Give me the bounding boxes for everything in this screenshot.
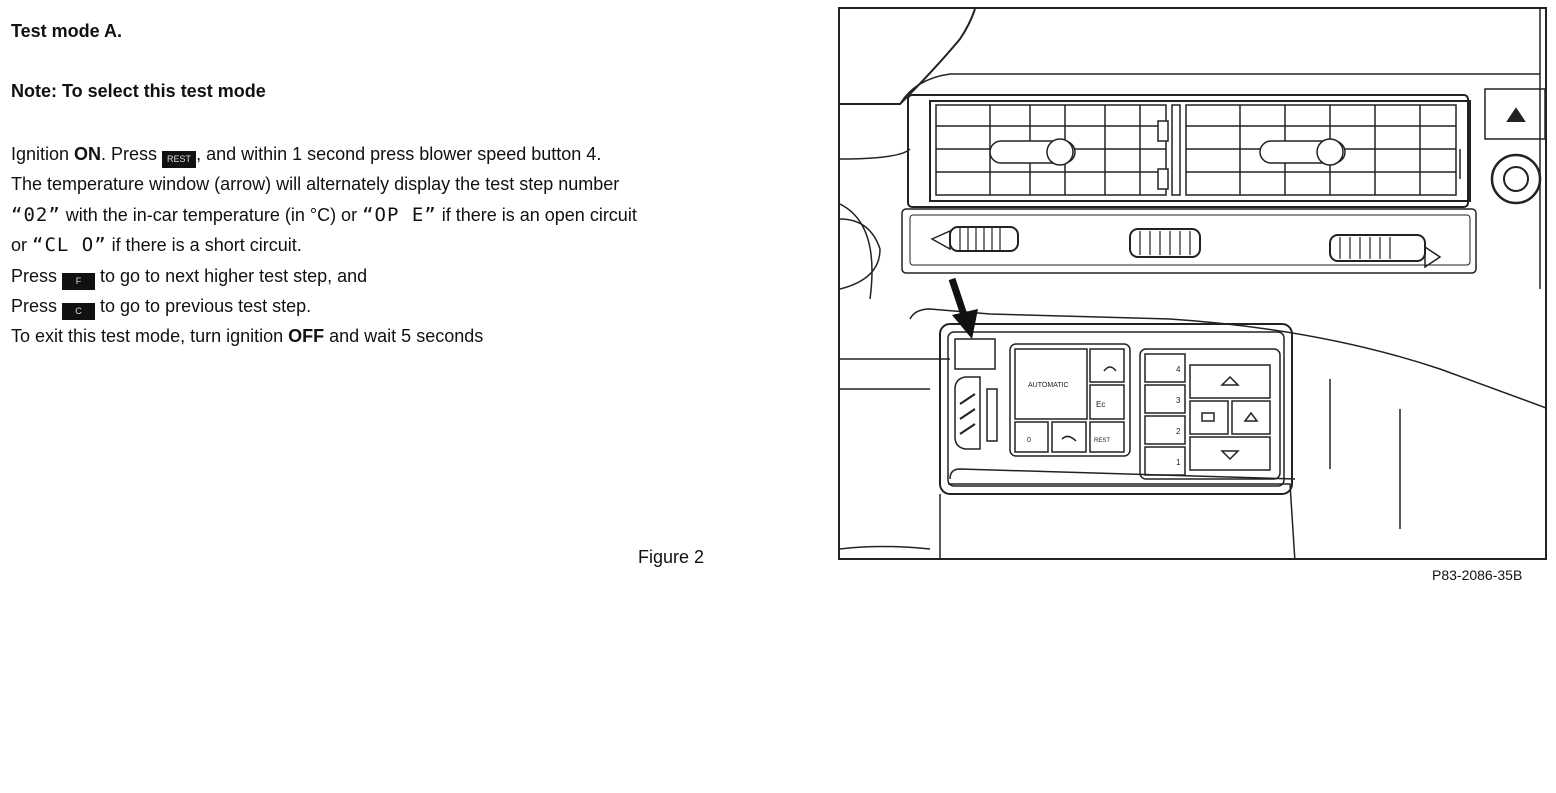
blower-1-label: 1 <box>1176 458 1181 467</box>
f-button-icon: F <box>62 272 96 290</box>
figure-caption: Figure 2 <box>638 547 705 567</box>
rest-button-icon: REST <box>162 151 197 168</box>
instructions: Ignition ON. Press REST, and within 1 se… <box>11 139 811 352</box>
instruction-line-4: or “CL O” if there is a short circuit. <box>11 230 811 260</box>
page-title: Test mode A. <box>11 21 123 41</box>
c-button-icon: C <box>62 302 96 320</box>
text-run: Ignition <box>11 144 75 164</box>
blower-4-label: 4 <box>1176 365 1181 374</box>
note-heading: Note: To select this test mode <box>11 81 266 101</box>
figure-reference-code: P83-2086-35B <box>1432 567 1523 583</box>
text-run: if there is a short circuit. <box>106 235 302 256</box>
off-keyword: OFF <box>288 326 325 347</box>
instruction-line-3: “02” with the in-car temperature (in °C)… <box>11 200 811 230</box>
instruction-line-5: Press F to go to next higher test step, … <box>11 261 811 291</box>
zero-label: 0 <box>1027 437 1031 444</box>
arrow-indicator <box>948 277 978 339</box>
automatic-label: AUTOMATIC <box>1028 382 1069 389</box>
dashboard-illustration: AUTOMATIC Ec 0 REST 4 3 2 1 <box>838 7 1547 560</box>
instruction-line-1: Ignition ON. Press REST, and within 1 se… <box>11 139 811 169</box>
on-keyword: ON <box>74 144 102 164</box>
rest-label: REST <box>1094 438 1110 444</box>
text-run: . Press <box>101 144 163 164</box>
instruction-line-6: Press C to go to previous test step. <box>11 291 811 321</box>
text-run: if there is an open circuit <box>436 204 637 225</box>
instruction-line-2: The temperature window (arrow) will alte… <box>11 169 811 199</box>
display-code-02: “02” <box>11 203 61 226</box>
text-run: Press <box>11 295 63 316</box>
instruction-line-7: To exit this test mode, turn ignition OF… <box>11 321 811 351</box>
text-run: with the in-car temperature (in °C) or <box>60 204 363 225</box>
blower-2-label: 2 <box>1176 427 1181 436</box>
text-run: to go to previous test step. <box>95 295 312 316</box>
display-code-ope: “OP E” <box>362 203 437 226</box>
text-run: and wait 5 seconds <box>324 326 484 347</box>
text-run: to go to next higher test step, and <box>95 265 368 286</box>
text-run: , and within 1 second press blower speed… <box>196 144 602 164</box>
dashboard-drawing: AUTOMATIC Ec 0 REST 4 3 2 1 <box>840 9 1545 558</box>
text-run: To exit this test mode, turn ignition <box>11 326 289 347</box>
text-run: Press <box>11 265 63 286</box>
display-code-clo: “CL O” <box>32 234 107 257</box>
ec-label: Ec <box>1096 400 1105 409</box>
blower-3-label: 3 <box>1176 396 1181 405</box>
text-run: The temperature window (arrow) will alte… <box>11 174 620 195</box>
text-run: or <box>11 235 33 256</box>
